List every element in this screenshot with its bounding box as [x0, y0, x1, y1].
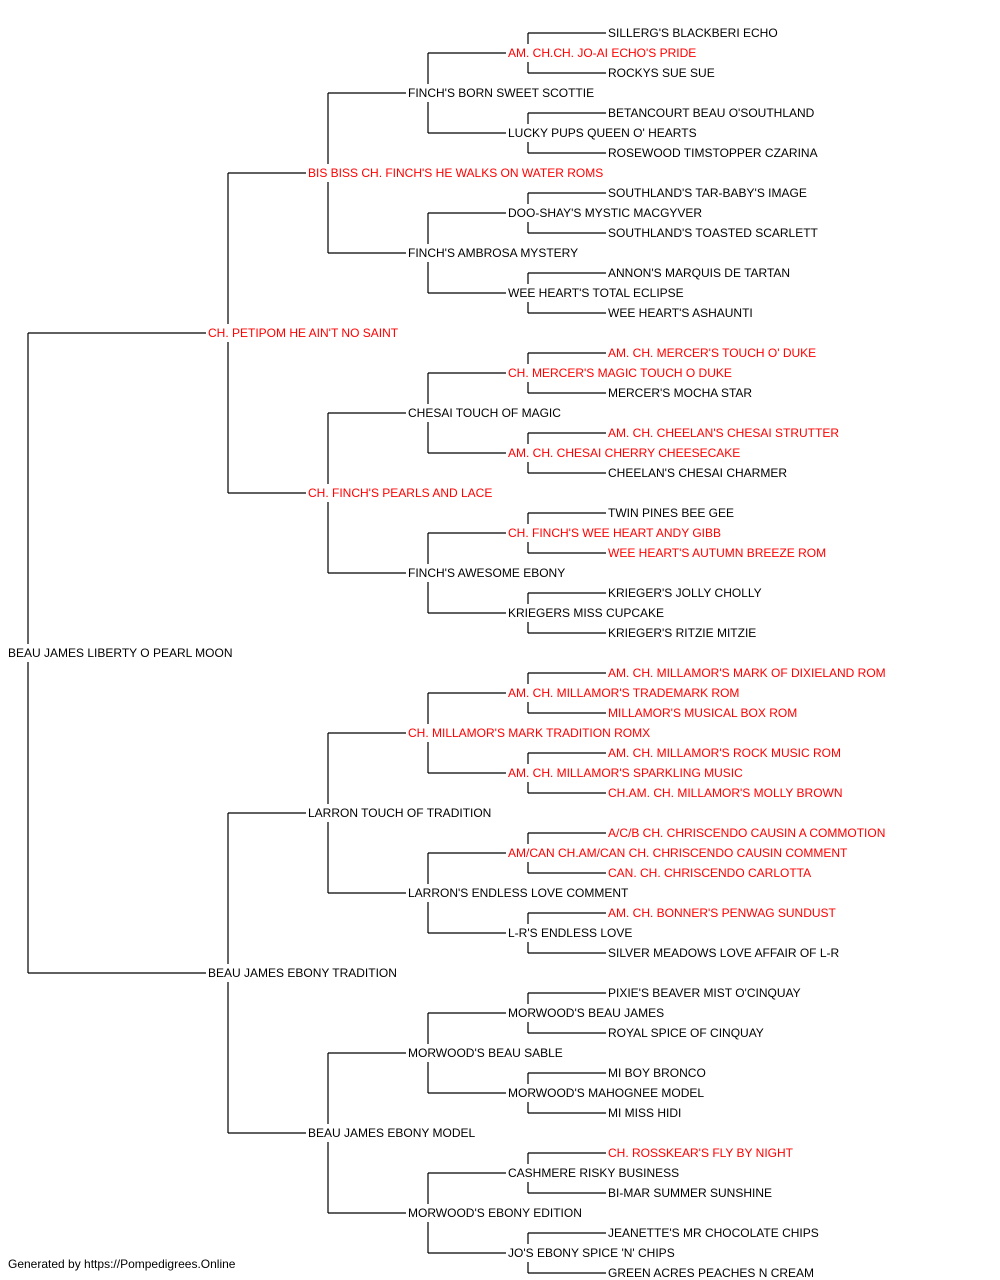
- pedigree-name-dam.dam.dam.sire.sire: CH. ROSSKEAR'S FLY BY NIGHT: [608, 1146, 794, 1160]
- pedigree-name-sire.sire.sire.dam: LUCKY PUPS QUEEN O' HEARTS: [508, 126, 697, 140]
- pedigree-name-sire.sire.dam.dam.dam: WEE HEART'S ASHAUNTI: [608, 306, 753, 320]
- pedigree-name-sire.dam.dam.sire: CH. FINCH'S WEE HEART ANDY GIBB: [508, 526, 721, 540]
- pedigree-name-dam.dam.sire.dam: MORWOOD'S MAHOGNEE MODEL: [508, 1086, 705, 1100]
- pedigree-name-dam.sire.dam.sire: AM/CAN CH.AM/CAN CH. CHRISCENDO CAUSIN C…: [508, 846, 848, 860]
- pedigree-name-sire.sire.dam.sire.dam: SOUTHLAND'S TOASTED SCARLETT: [608, 226, 818, 240]
- pedigree-name-sire.dam.sire: CHESAI TOUCH OF MAGIC: [408, 406, 561, 420]
- pedigree-name-sire.dam.sire.sire.dam: MERCER'S MOCHA STAR: [608, 386, 753, 400]
- pedigree-name-sire.dam.sire.dam.dam: CHEELAN'S CHESAI CHARMER: [608, 466, 787, 480]
- pedigree-name-dam.sire.sire.sire: AM. CH. MILLAMOR'S TRADEMARK ROM: [508, 686, 740, 700]
- pedigree-name-dam.dam.dam: MORWOOD'S EBONY EDITION: [408, 1206, 582, 1220]
- pedigree-name-dam.dam.dam.dam.sire: JEANETTE'S MR CHOCOLATE CHIPS: [608, 1226, 819, 1240]
- pedigree-name-sire.dam.sire.dam: AM. CH. CHESAI CHERRY CHEESECAKE: [508, 446, 741, 460]
- pedigree-name-dam.sire.dam.sire.dam: CAN. CH. CHRISCENDO CARLOTTA: [608, 866, 812, 880]
- pedigree-name-dam.sire: LARRON TOUCH OF TRADITION: [308, 806, 492, 820]
- pedigree-name-dam.sire.sire.dam.sire: AM. CH. MILLAMOR'S ROCK MUSIC ROM: [608, 746, 841, 760]
- pedigree-name-dam.sire.sire.sire.dam: MILLAMOR'S MUSICAL BOX ROM: [608, 706, 798, 720]
- pedigree-name-dam.sire.sire.dam.dam: CH.AM. CH. MILLAMOR'S MOLLY BROWN: [608, 786, 843, 800]
- pedigree-name-dam.dam: BEAU JAMES EBONY MODEL: [308, 1126, 476, 1140]
- pedigree-name-sire.dam.dam.dam.sire: KRIEGER'S JOLLY CHOLLY: [608, 586, 762, 600]
- pedigree-name-dam.dam.sire: MORWOOD'S BEAU SABLE: [408, 1046, 563, 1060]
- pedigree-name-dam.sire.dam: LARRON'S ENDLESS LOVE COMMENT: [408, 886, 629, 900]
- pedigree-name-sire.dam.sire.sire.sire: AM. CH. MERCER'S TOUCH O' DUKE: [608, 346, 817, 360]
- pedigree-name-sire.sire.dam.sire.sire: SOUTHLAND'S TAR-BABY'S IMAGE: [608, 186, 807, 200]
- pedigree-name-sire.sire.dam.sire: DOO-SHAY'S MYSTIC MACGYVER: [508, 206, 703, 220]
- pedigree-name-sire.dam.sire.dam.sire: AM. CH. CHEELAN'S CHESAI STRUTTER: [608, 426, 839, 440]
- pedigree-name-dam.dam.dam.sire: CASHMERE RISKY BUSINESS: [508, 1166, 680, 1180]
- pedigree-name-sire.dam.sire.sire: CH. MERCER'S MAGIC TOUCH O DUKE: [508, 366, 732, 380]
- pedigree-name-dam.sire.sire.sire.sire: AM. CH. MILLAMOR'S MARK OF DIXIELAND ROM: [608, 666, 886, 680]
- pedigree-name-sire.sire: BIS BISS CH. FINCH'S HE WALKS ON WATER R…: [308, 166, 604, 180]
- generated-by-footer: Generated by https://Pompedigrees.Online: [8, 1257, 236, 1271]
- pedigree-name-sire.sire.dam: FINCH'S AMBROSA MYSTERY: [408, 246, 579, 260]
- pedigree-name-sire.dam.dam.sire.sire: TWIN PINES BEE GEE: [608, 506, 735, 520]
- pedigree-name-sire.dam.dam: FINCH'S AWESOME EBONY: [408, 566, 566, 580]
- pedigree-name-sire.sire.sire.sire.dam: ROCKYS SUE SUE: [608, 66, 715, 80]
- pedigree-name-dam.dam.sire.sire.sire: PIXIE'S BEAVER MIST O'CINQUAY: [608, 986, 801, 1000]
- pedigree-name-dam.dam.dam.sire.dam: BI-MAR SUMMER SUNSHINE: [608, 1186, 773, 1200]
- pedigree-name-sire.sire.dam.dam: WEE HEART'S TOTAL ECLIPSE: [508, 286, 684, 300]
- pedigree-name-dam.sire.sire.dam: AM. CH. MILLAMOR'S SPARKLING MUSIC: [508, 766, 743, 780]
- pedigree-name-dam: BEAU JAMES EBONY TRADITION: [208, 966, 397, 980]
- pedigree-name-dam.dam.sire.sire: MORWOOD'S BEAU JAMES: [508, 1006, 665, 1020]
- pedigree-name-sire.dam.dam.sire.dam: WEE HEART'S AUTUMN BREEZE ROM: [608, 546, 827, 560]
- pedigree-name-sire.sire.dam.dam.sire: ANNON'S MARQUIS DE TARTAN: [608, 266, 791, 280]
- pedigree-name-sire.sire.sire.dam.dam: ROSEWOOD TIMSTOPPER CZARINA: [608, 146, 818, 160]
- pedigree-name-dam.dam.sire.dam.sire: MI BOY BRONCO: [608, 1066, 706, 1080]
- pedigree-name-dam.sire.dam.dam: L-R'S ENDLESS LOVE: [508, 926, 633, 940]
- pedigree-name-sire.dam: CH. FINCH'S PEARLS AND LACE: [308, 486, 493, 500]
- pedigree-name-dam.dam.dam.dam: JO'S EBONY SPICE 'N' CHIPS: [508, 1246, 675, 1260]
- pedigree-name-dam.sire.dam.dam.sire: AM. CH. BONNER'S PENWAG SUNDUST: [608, 906, 836, 920]
- pedigree-name-sire: CH. PETIPOM HE AIN'T NO SAINT: [208, 326, 399, 340]
- pedigree-name-dam.dam.dam.dam.dam: GREEN ACRES PEACHES N CREAM: [608, 1266, 815, 1280]
- pedigree-name-dam.sire.sire: CH. MILLAMOR'S MARK TRADITION ROMX: [408, 726, 651, 740]
- pedigree-name-sire.sire.sire.sire.sire: SILLERG'S BLACKBERI ECHO: [608, 26, 778, 40]
- pedigree-name-sire.sire.sire.dam.sire: BETANCOURT BEAU O'SOUTHLAND: [608, 106, 815, 120]
- pedigree-name-dam.sire.dam.dam.dam: SILVER MEADOWS LOVE AFFAIR OF L-R: [608, 946, 840, 960]
- pedigree-name-sire.dam.dam.dam: KRIEGERS MISS CUPCAKE: [508, 606, 665, 620]
- pedigree-name-dam.dam.sire.sire.dam: ROYAL SPICE OF CINQUAY: [608, 1026, 764, 1040]
- pedigree-name-dam.sire.dam.sire.sire: A/C/B CH. CHRISCENDO CAUSIN A COMMOTION: [608, 826, 886, 840]
- pedigree-name-dog: BEAU JAMES LIBERTY O PEARL MOON: [8, 646, 233, 660]
- pedigree-name-dam.dam.sire.dam.dam: MI MISS HIDI: [608, 1106, 682, 1120]
- pedigree-name-sire.sire.sire: FINCH'S BORN SWEET SCOTTIE: [408, 86, 595, 100]
- pedigree-name-sire.dam.dam.dam.dam: KRIEGER'S RITZIE MITZIE: [608, 626, 757, 640]
- pedigree-name-sire.sire.sire.sire: AM. CH.CH. JO-AI ECHO'S PRIDE: [508, 46, 697, 60]
